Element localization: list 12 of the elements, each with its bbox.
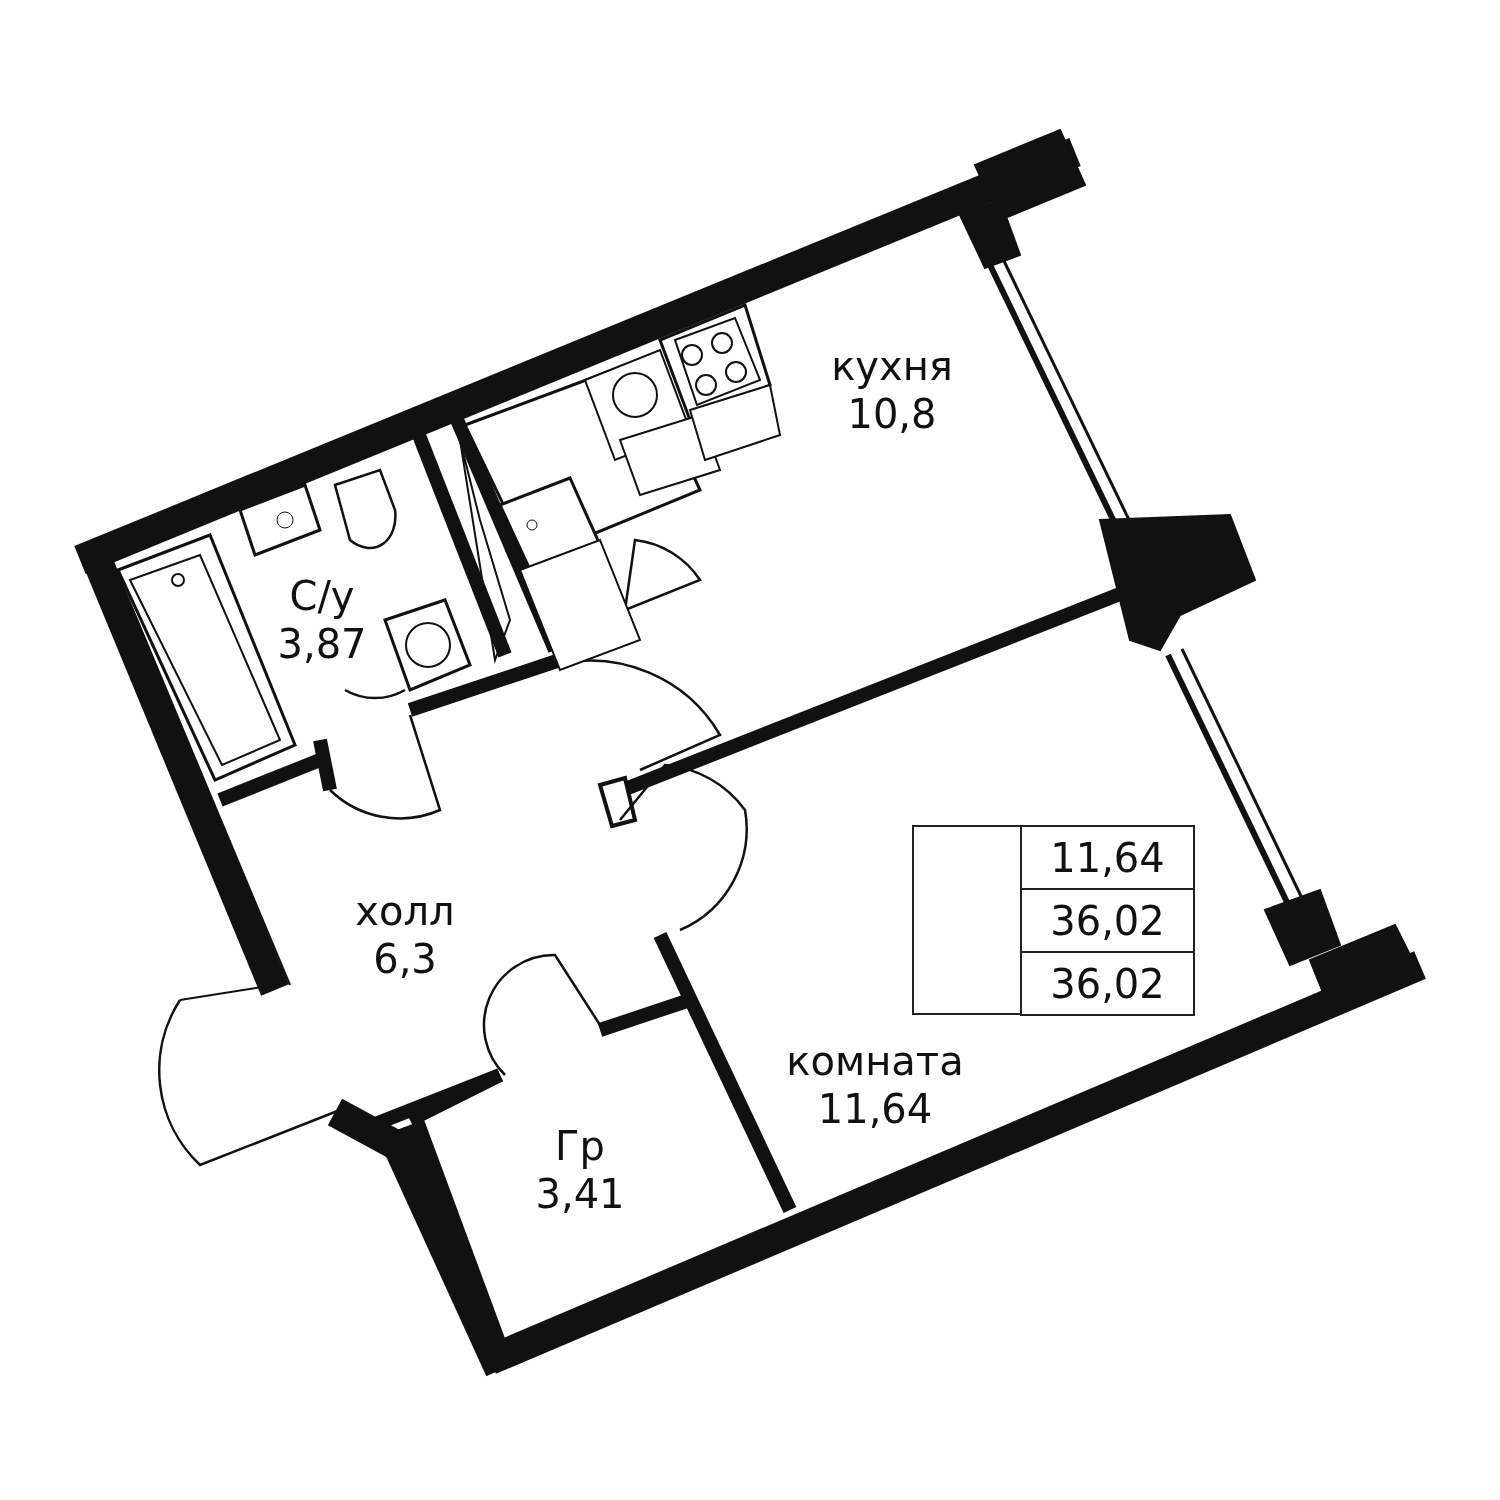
table-cell: 11,64 <box>1020 825 1195 890</box>
room-name: Гр <box>555 1122 605 1170</box>
room-area: 6,3 <box>373 935 437 983</box>
room-name: кухня <box>831 342 953 390</box>
room-area: 3,87 <box>277 620 367 668</box>
room-name: комната <box>786 1037 964 1085</box>
table-cell: 36,02 <box>1020 951 1195 1016</box>
room-name: холл <box>355 887 455 935</box>
room-name: С/у <box>289 572 355 620</box>
room-area: 3,41 <box>535 1170 625 1218</box>
room-area: 10,8 <box>847 390 937 438</box>
room-area: 11,64 <box>817 1085 933 1133</box>
